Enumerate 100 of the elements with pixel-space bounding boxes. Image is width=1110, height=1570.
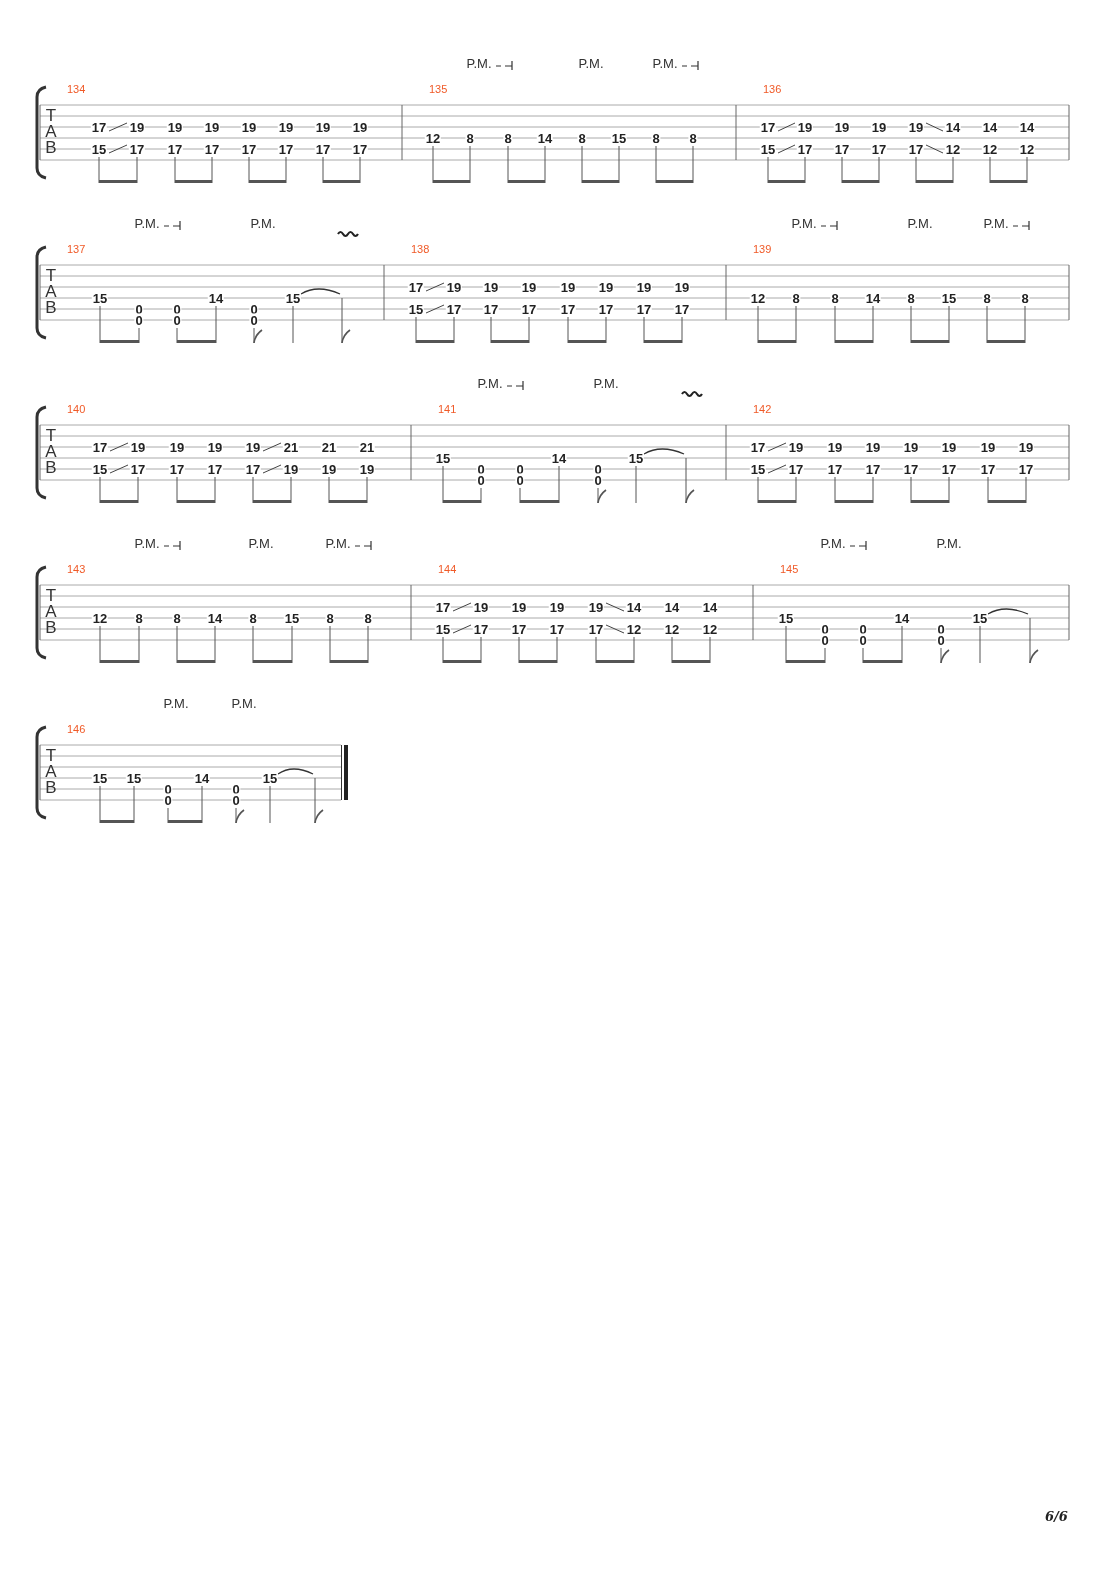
fret-number: 19 (940, 440, 958, 454)
palm-mute-label: P.M. (325, 536, 351, 550)
fret-number: 14 (550, 451, 568, 465)
measure-number: 137 (67, 243, 86, 255)
fret-number: 8 (577, 131, 587, 145)
fret-number: 8 (982, 291, 992, 305)
fret-number: 17 (673, 302, 691, 316)
fret-number: 17 (548, 622, 566, 636)
fret-number: 19 (358, 462, 376, 476)
fret-number: 15 (749, 462, 767, 476)
palm-mute-label: P.M. (652, 56, 678, 70)
fret-number: 17 (587, 622, 605, 636)
palm-mute-label: P.M. (593, 376, 619, 390)
fret-number: 19 (510, 600, 528, 614)
fret-number: 19 (787, 440, 805, 454)
measure-number: 135 (429, 83, 448, 95)
fret-number: 8 (325, 611, 335, 625)
fret-number: 0 (593, 473, 603, 487)
fret-number: 8 (172, 611, 182, 625)
fret-number: 15 (91, 462, 109, 476)
fret-number: 17 (90, 120, 108, 134)
fret-number: 17 (434, 600, 452, 614)
fret-number: 15 (90, 142, 108, 156)
fret-number: 15 (91, 291, 109, 305)
palm-mute-label: P.M. (134, 536, 160, 550)
fret-number: 19 (445, 280, 463, 294)
fret-number: 17 (833, 142, 851, 156)
fret-number: 15 (610, 131, 628, 145)
fret-number: 8 (363, 611, 373, 625)
fret-number: 15 (434, 622, 452, 636)
measure-number: 146 (67, 723, 86, 735)
fret-number: 17 (907, 142, 925, 156)
palm-mute-label: P.M. (936, 536, 962, 550)
fret-number: 17 (559, 302, 577, 316)
measure-number: 134 (67, 83, 86, 95)
tab-clef: TAB (44, 268, 58, 316)
fret-number: 15 (91, 771, 109, 785)
fret-number: 8 (651, 131, 661, 145)
fret-number: 19 (206, 440, 224, 454)
fret-number: 15 (407, 302, 425, 316)
fret-number: 12 (749, 291, 767, 305)
fret-number: 17 (277, 142, 295, 156)
palm-mute-label: P.M. (163, 696, 189, 710)
fret-number: 17 (91, 440, 109, 454)
fret-number: 17 (940, 462, 958, 476)
fret-number: 14 (1018, 120, 1036, 134)
fret-number: 17 (407, 280, 425, 294)
fret-number: 12 (944, 142, 962, 156)
fret-number: 19 (320, 462, 338, 476)
fret-number: 21 (320, 440, 338, 454)
palm-mute-label: P.M. (820, 536, 846, 550)
tab-clef: TAB (44, 108, 58, 156)
palm-mute-label: P.M. (477, 376, 503, 390)
fret-number: 0 (936, 633, 946, 647)
fret-number: 14 (625, 600, 643, 614)
fret-number: 19 (796, 120, 814, 134)
fret-number: 8 (1020, 291, 1030, 305)
fret-number: 8 (791, 291, 801, 305)
measure-number: 141 (438, 403, 457, 415)
fret-number: 17 (166, 142, 184, 156)
fret-number: 21 (282, 440, 300, 454)
measure-number: 138 (411, 243, 430, 255)
fret-number: 19 (351, 120, 369, 134)
fret-number: 0 (820, 633, 830, 647)
measure-number: 136 (763, 83, 782, 95)
fret-number: 15 (283, 611, 301, 625)
fret-number: 12 (424, 131, 442, 145)
fret-number: 14 (206, 611, 224, 625)
fret-number: 12 (625, 622, 643, 636)
fret-number: 19 (129, 440, 147, 454)
fret-number: 15 (284, 291, 302, 305)
fret-number: 15 (759, 142, 777, 156)
fret-number: 15 (261, 771, 279, 785)
palm-mute-label: P.M. (248, 536, 274, 550)
fret-number: 0 (515, 473, 525, 487)
fret-number: 8 (503, 131, 513, 145)
palm-mute-label: P.M. (983, 216, 1009, 230)
fret-number: 19 (979, 440, 997, 454)
fret-number: 17 (128, 142, 146, 156)
fret-number: 17 (787, 462, 805, 476)
fret-number: 14 (864, 291, 882, 305)
fret-number: 8 (248, 611, 258, 625)
tab-clef: TAB (44, 428, 58, 476)
palm-mute-label: P.M. (578, 56, 604, 70)
measure-number: 143 (67, 563, 86, 575)
fret-number: 17 (870, 142, 888, 156)
fret-number: 8 (906, 291, 916, 305)
fret-number: 0 (172, 313, 182, 327)
fret-number: 17 (635, 302, 653, 316)
fret-number: 15 (627, 451, 645, 465)
palm-mute-label: P.M. (791, 216, 817, 230)
fret-number: 14 (207, 291, 225, 305)
fret-number: 17 (864, 462, 882, 476)
fret-number: 19 (244, 440, 262, 454)
fret-number: 15 (777, 611, 795, 625)
fret-number: 19 (168, 440, 186, 454)
fret-number: 19 (482, 280, 500, 294)
fret-number: 17 (482, 302, 500, 316)
tab-clef: TAB (44, 748, 58, 796)
fret-number: 17 (510, 622, 528, 636)
